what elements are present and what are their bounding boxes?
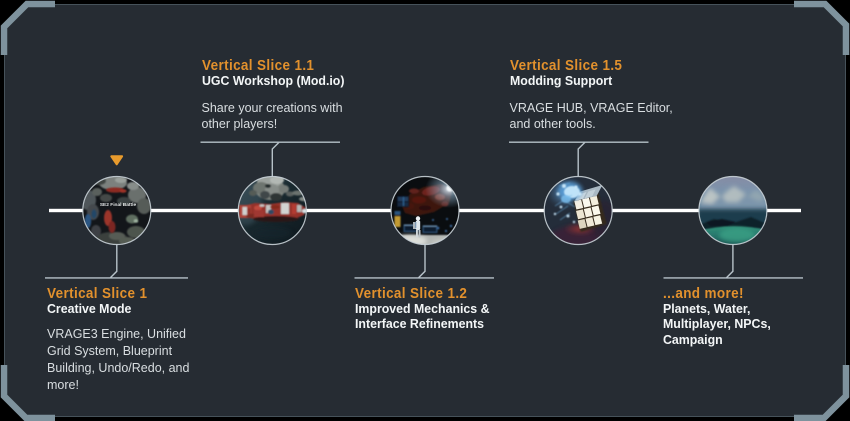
svg-text:SE2 Final Battle: SE2 Final Battle xyxy=(100,202,137,208)
